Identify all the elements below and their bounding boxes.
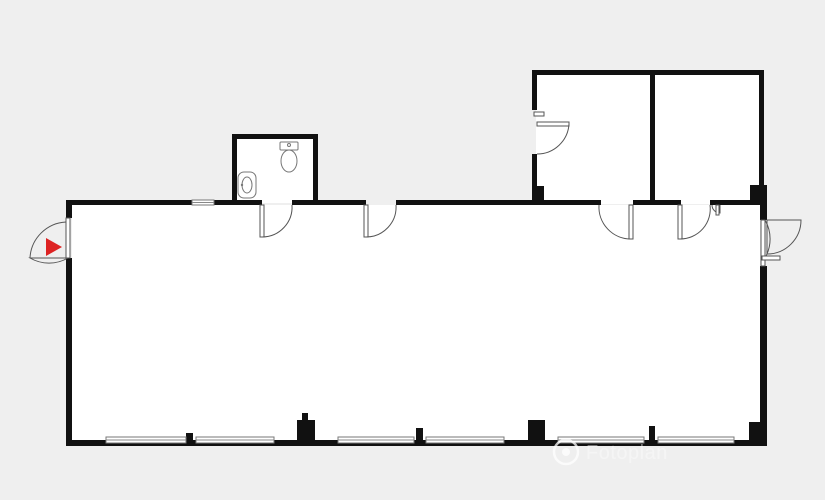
pillar-6 xyxy=(749,422,763,442)
toilet-icon xyxy=(279,141,299,173)
watermark-logo-icon: Fotoplan xyxy=(552,438,668,466)
watermark-text: Fotoplan xyxy=(586,442,668,464)
main-bottom-wall xyxy=(66,440,767,446)
bottom-window-3 xyxy=(337,436,415,444)
door-hall-3 xyxy=(598,204,634,240)
main-top-wall-c xyxy=(292,200,366,205)
main-top-wall-e xyxy=(633,200,681,205)
pillar-2 xyxy=(297,420,315,442)
pillar-1 xyxy=(186,433,193,443)
main-left-wall-upper xyxy=(66,200,72,218)
doors xyxy=(28,111,802,267)
upper-top-wall xyxy=(532,70,764,75)
right-exit-door xyxy=(760,219,802,267)
upper-left-wall-bottom xyxy=(532,154,537,204)
door-small-vent xyxy=(711,204,721,216)
bottom-window-5 xyxy=(557,436,645,444)
main-top-wall-f xyxy=(710,200,766,205)
upper-right-wall xyxy=(759,70,764,190)
bottom-window-2 xyxy=(195,436,275,444)
upper-left-pillar xyxy=(532,186,544,204)
bathroom-fixtures xyxy=(237,141,299,199)
room-floors xyxy=(72,74,760,440)
main-left-wall-lower xyxy=(66,258,72,446)
main-top-wall-b xyxy=(214,200,262,205)
main-top-wall-a xyxy=(66,200,192,205)
room-left-upper xyxy=(536,74,652,204)
pillar-5 xyxy=(649,426,655,442)
pillar-3 xyxy=(416,428,423,442)
entrance-arrow-icon xyxy=(46,238,62,256)
bath-top-wall xyxy=(232,134,318,139)
bath-right-wall xyxy=(313,134,318,204)
main-right-wall-lower xyxy=(760,266,767,446)
bath-left-wall xyxy=(232,134,237,204)
entrance-door xyxy=(28,217,71,264)
pillar-2-top xyxy=(302,413,308,421)
door-hall-4 xyxy=(677,204,711,240)
top-small-window xyxy=(191,199,215,206)
upper-divider-wall xyxy=(650,70,655,204)
upper-left-wall-top xyxy=(532,70,537,110)
bottom-window-6 xyxy=(657,436,735,444)
main-hall xyxy=(72,205,760,440)
door-hall-2 xyxy=(363,204,397,238)
windows xyxy=(105,199,735,444)
sink-icon xyxy=(237,171,257,199)
bottom-window-4 xyxy=(425,436,505,444)
main-top-wall-d xyxy=(396,200,601,205)
room-right-upper xyxy=(655,74,760,204)
walls xyxy=(66,70,767,446)
pillar-4 xyxy=(528,420,545,442)
bottom-window-1 xyxy=(105,436,187,444)
door-hall-1 xyxy=(259,204,293,238)
door-upper-room xyxy=(533,111,570,155)
